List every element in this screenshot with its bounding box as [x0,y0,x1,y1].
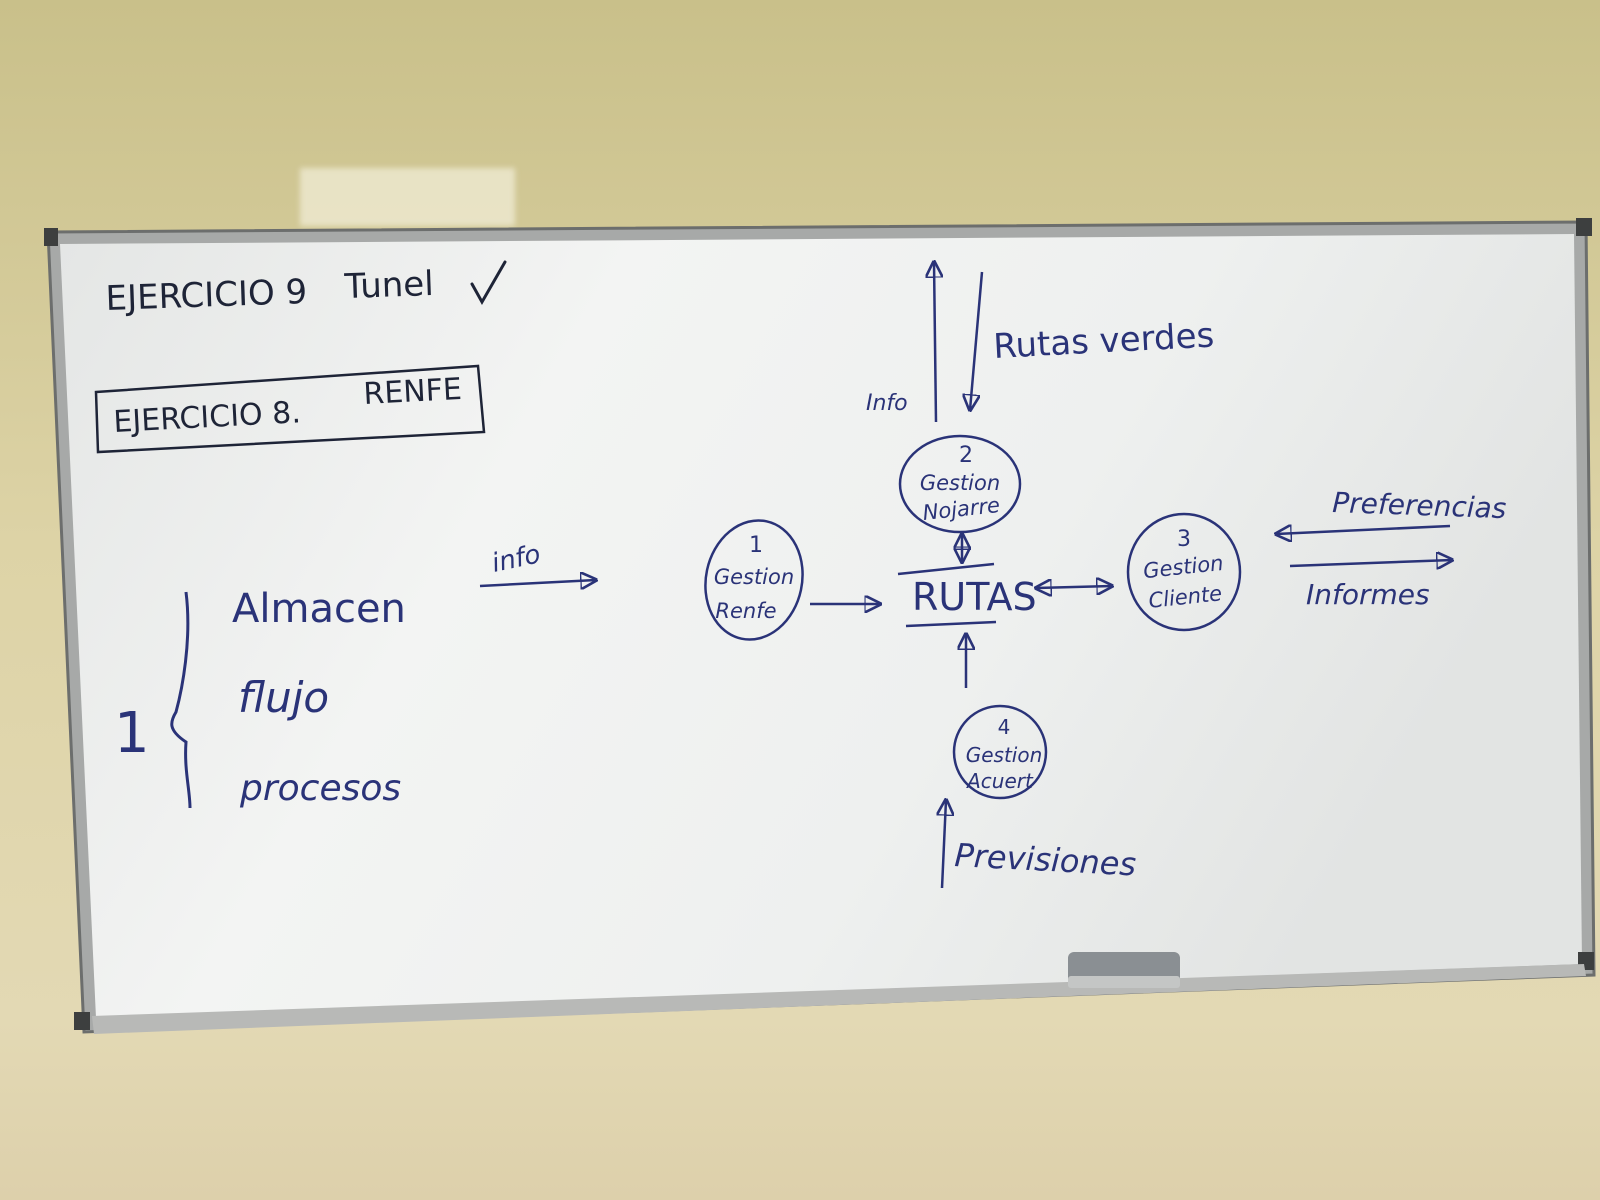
flow-informes-out [1289,560,1452,566]
rutas-store-label: RUTAS [912,575,1037,619]
frame-corner [74,1012,90,1030]
process-4-line2: Acuert [965,769,1034,793]
process-4-number: 4 [998,715,1011,739]
process-2-line1: Gestion [920,471,1000,495]
flow-preferencias-in [1276,526,1451,534]
process-4-gestion-acuert: 4 Gestion Acuert [952,704,1048,800]
flow-previsiones-up [942,800,946,889]
flow-info-up [934,262,936,423]
procesos-label: procesos [239,768,401,809]
number-one: 1 [114,701,150,766]
wall-paint-patch [300,168,515,226]
frame-corner [44,228,58,246]
info-top-label: Info [866,391,908,416]
renfe-label: RENFE [363,372,463,412]
flow-rutas-verdes-down [970,271,984,410]
process-1-gestion-renfe: 1 Gestion Renfe [704,519,804,641]
previsiones-label: Previsiones [954,836,1137,883]
process-1-line1: Gestion [714,565,794,589]
whiteboard-surface [60,234,1582,1018]
process-3-number: 3 [1177,527,1191,552]
almacen-label: Almacen [232,586,406,632]
frame-corner [1576,218,1592,236]
informes-label: Informes [1306,578,1430,611]
process-2-number: 2 [959,443,973,468]
example-flow-arrow [479,580,596,586]
exercise-8-box [94,364,486,454]
board-eraser [1068,952,1180,988]
curly-brace [170,591,192,809]
flujo-label: flujo [238,673,329,722]
process-4-line1: Gestion [966,743,1043,767]
flow-rutas-cliente [1036,586,1112,588]
marker-tray [92,964,1586,1034]
process-1-line2: Renfe [715,599,776,623]
process-3-gestion-cliente: 3 Gestion Cliente [1126,512,1242,632]
process-1-number: 1 [749,533,763,558]
exercise-9-label: EJERCICIO 9 [105,272,308,319]
tunel-label: Tunel [343,264,434,307]
data-store-rutas: RUTAS [897,562,1037,628]
preferencias-label: Preferencias [1332,486,1507,525]
checkmark-icon [470,260,507,306]
